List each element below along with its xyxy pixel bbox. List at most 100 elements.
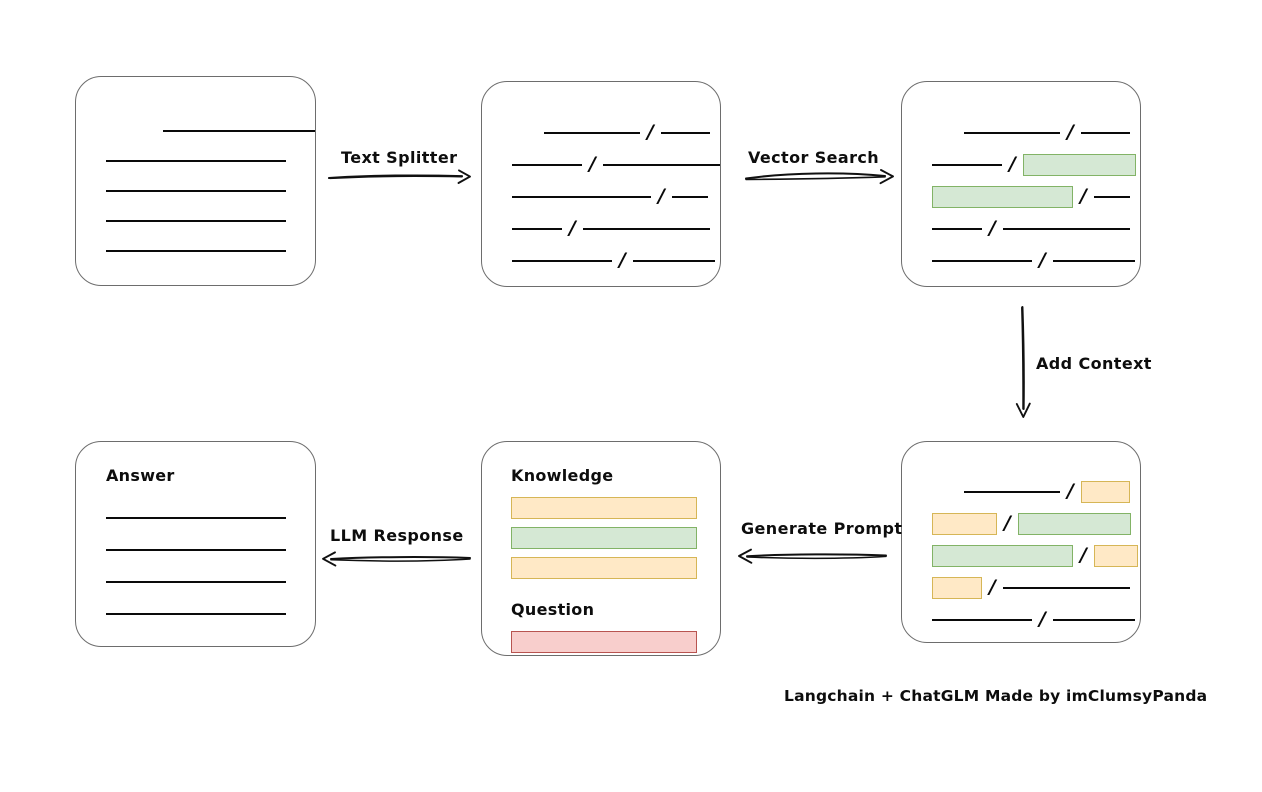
- slash-separator: /: [1067, 479, 1074, 502]
- text-line: [106, 549, 286, 551]
- document-row: [106, 181, 286, 201]
- chunk-bar-yellow: [932, 513, 997, 535]
- text-line: [602, 164, 720, 166]
- arrow-label-add-context: Add Context: [1036, 354, 1152, 373]
- slash-separator: /: [1039, 248, 1046, 271]
- text-line: [106, 190, 286, 192]
- slash-separator: /: [589, 152, 596, 175]
- document-row: [106, 540, 286, 560]
- document-row: [106, 508, 286, 528]
- document-row: /: [932, 575, 1130, 599]
- slash-separator: /: [647, 120, 654, 143]
- text-line: [512, 196, 651, 198]
- slash-separator: /: [1004, 511, 1011, 534]
- arrow-label-text-splitter: Text Splitter: [341, 148, 458, 167]
- arrow-vector-search: [745, 169, 894, 185]
- document-row: [163, 121, 315, 141]
- text-line: [964, 491, 1060, 493]
- document-row: [106, 572, 286, 592]
- arrow-label-llm-response: LLM Response: [330, 526, 464, 545]
- document-row: [106, 604, 286, 624]
- document-row: /: [932, 184, 1130, 208]
- text-line: [660, 132, 710, 134]
- text-line: [106, 613, 286, 615]
- chunk-bar-yellow: [1093, 545, 1138, 567]
- slash-separator: /: [658, 184, 665, 207]
- document-row: /: [932, 543, 1138, 567]
- chunk-bar-red: [511, 631, 697, 653]
- text-line: [932, 619, 1032, 621]
- arrow-text-splitter: [327, 169, 471, 184]
- slash-separator: /: [1080, 184, 1087, 207]
- document-row: /: [932, 511, 1131, 535]
- slash-separator: /: [989, 216, 996, 239]
- document-row: [106, 241, 286, 261]
- text-line: [106, 250, 286, 252]
- chunk-bar-green: [1017, 513, 1131, 535]
- document-row: /: [512, 216, 710, 239]
- prompt-bar-row: [511, 527, 697, 549]
- diagram-caption: Langchain + ChatGLM Made by imClumsyPand…: [784, 687, 1208, 705]
- slash-separator: /: [989, 575, 996, 598]
- prompt-bar-row: [511, 631, 697, 653]
- document-row: /: [512, 152, 720, 175]
- text-line: [106, 517, 286, 519]
- text-line: [1093, 196, 1130, 198]
- chunk-bar-yellow: [1080, 481, 1130, 503]
- text-line: [1052, 619, 1135, 621]
- arrow-generate-prompt: [738, 548, 887, 564]
- text-line: [1002, 587, 1130, 589]
- chunk-bar-green: [932, 545, 1073, 567]
- arrow-add-context: [1015, 305, 1031, 418]
- text-line: [932, 260, 1032, 262]
- document-row: /: [932, 216, 1130, 239]
- chunk-bar-yellow: [511, 497, 697, 519]
- text-line: [1080, 132, 1130, 134]
- text-line: [512, 260, 612, 262]
- chunk-bar-green: [932, 186, 1073, 208]
- chunk-bar-yellow: [511, 557, 697, 579]
- arrow-label-generate-prompt: Generate Prompt: [741, 519, 903, 538]
- arrow-label-vector-search: Vector Search: [748, 148, 880, 167]
- document-row: /: [932, 248, 1135, 271]
- prompt-section-heading-knowledge: Knowledge: [511, 466, 614, 485]
- card-context-added-chunks[interactable]: / / / / /: [901, 441, 1141, 643]
- slash-separator: /: [1009, 152, 1016, 175]
- text-line: [106, 581, 286, 583]
- prompt-bar-row: [511, 497, 697, 519]
- document-row: /: [512, 248, 715, 271]
- slash-separator: /: [569, 216, 576, 239]
- document-row: /: [964, 120, 1130, 143]
- text-line: [512, 228, 562, 230]
- card-answer[interactable]: [75, 441, 316, 647]
- text-line: [1052, 260, 1135, 262]
- chunk-bar-green: [1022, 154, 1136, 176]
- text-line: [1002, 228, 1130, 230]
- slash-separator: /: [1067, 120, 1074, 143]
- prompt-bar-row: [511, 557, 697, 579]
- text-line: [106, 220, 286, 222]
- text-line: [964, 132, 1060, 134]
- text-line: [582, 228, 710, 230]
- card-source-document[interactable]: [75, 76, 316, 286]
- text-line: [632, 260, 715, 262]
- chunk-bar-green: [511, 527, 697, 549]
- document-row: /: [964, 479, 1130, 503]
- card-split-chunks[interactable]: / / / / /: [481, 81, 721, 287]
- document-row: [106, 211, 286, 231]
- document-row: /: [932, 152, 1136, 176]
- slash-separator: /: [1080, 543, 1087, 566]
- document-row: /: [932, 609, 1135, 630]
- chunk-bar-yellow: [932, 577, 982, 599]
- document-row: /: [512, 184, 708, 207]
- slash-separator: /: [619, 248, 626, 271]
- arrow-llm-response: [322, 551, 471, 567]
- document-row: /: [544, 120, 710, 143]
- document-row: [106, 151, 286, 171]
- text-line: [671, 196, 708, 198]
- text-line: [163, 130, 315, 132]
- card-matched-chunks[interactable]: / / / / /: [901, 81, 1141, 287]
- text-line: [544, 132, 640, 134]
